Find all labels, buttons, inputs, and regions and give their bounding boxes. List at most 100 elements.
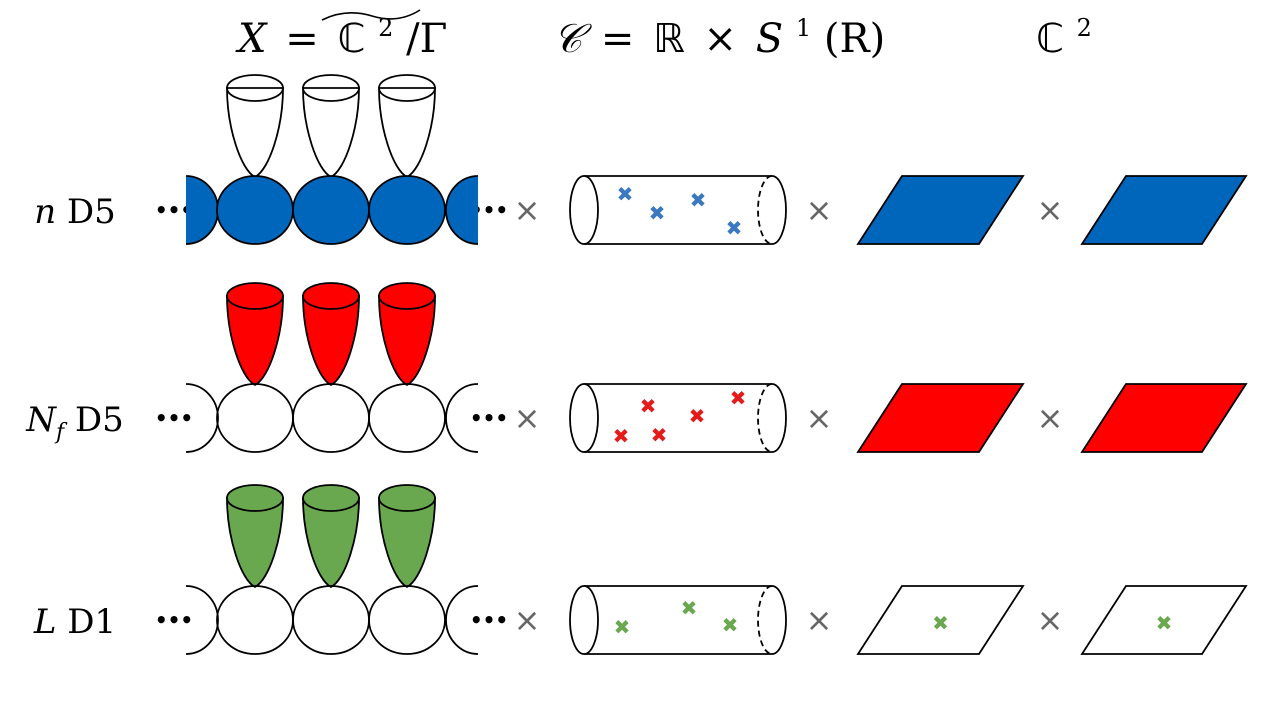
cylinder-point-3: ✖ bbox=[690, 188, 707, 212]
row-label-symbol: L bbox=[33, 602, 57, 642]
product-symbol-1: × bbox=[514, 191, 541, 229]
ellipsis-right: ••• bbox=[470, 608, 508, 632]
bead-2 bbox=[292, 585, 370, 655]
bead-3 bbox=[368, 383, 446, 453]
half-bead-right bbox=[445, 585, 479, 655]
cylinder-right-cap-front bbox=[771, 585, 787, 655]
cylinder-left-cap bbox=[569, 175, 599, 245]
cylinder-right-cap-back bbox=[757, 383, 773, 453]
half-bead-right bbox=[445, 175, 479, 245]
product-symbol-3: × bbox=[1037, 399, 1064, 437]
row-n-d5: n D5••••••×××✖✖✖✖ bbox=[34, 74, 1248, 245]
ellipsis-left: ••• bbox=[155, 406, 193, 430]
header-x-tilde bbox=[321, 9, 421, 21]
cigar-cup-3 bbox=[378, 497, 436, 589]
header-x-superscript: 2 bbox=[378, 14, 393, 42]
half-bead-left bbox=[185, 383, 219, 453]
half-bead-left bbox=[185, 175, 219, 245]
header-x-equals: = bbox=[285, 16, 319, 62]
header-x-quotient: /Γ bbox=[406, 16, 447, 62]
cylinder-point-2: ✖ bbox=[649, 201, 666, 225]
product-symbol-2: × bbox=[806, 191, 833, 229]
cylinder-left-cap bbox=[569, 585, 599, 655]
product-symbol-1: × bbox=[514, 601, 541, 639]
header-c2-space: ℂ 2 bbox=[1036, 14, 1092, 62]
bead-1 bbox=[216, 383, 294, 453]
header-c-space: 𝒞 = ℝ × S 1 (R) bbox=[553, 0, 885, 62]
product-symbol-2: × bbox=[806, 399, 833, 437]
svg-text:𝒞 = ℝ ×: 𝒞 = ℝ × S 1 (R) bbox=[553, 0, 885, 62]
complex-plane-2 bbox=[1080, 383, 1248, 453]
header-c-reals: ℝ bbox=[653, 16, 685, 62]
bead-2 bbox=[292, 383, 370, 453]
product-symbol-1: × bbox=[514, 399, 541, 437]
complex-plane-1 bbox=[856, 383, 1025, 453]
header-c-superscript: 1 bbox=[796, 14, 811, 42]
svg-text:ℂ 2: ℂ 2 bbox=[1036, 14, 1092, 62]
cylinder-point-1: ✖ bbox=[614, 615, 631, 639]
bead-3 bbox=[368, 585, 446, 655]
bead-1 bbox=[216, 585, 294, 655]
cigar-rim-1 bbox=[226, 282, 284, 310]
product-symbol-3: × bbox=[1037, 191, 1064, 229]
bead-1 bbox=[216, 175, 294, 245]
plane-point-1: ✖ bbox=[932, 611, 949, 635]
header-c-radius: (R) bbox=[824, 16, 885, 62]
cigar-cup-2 bbox=[302, 295, 360, 387]
cigar-cup-2 bbox=[302, 497, 360, 589]
cylinder-right-cap-front bbox=[771, 383, 787, 453]
cigar-cup-3 bbox=[378, 295, 436, 387]
cigar-rim-3 bbox=[378, 282, 436, 310]
header-x-symbol: X bbox=[235, 16, 268, 62]
cylinder-point-5: ✖ bbox=[730, 386, 747, 410]
cylinder-right-cap-back bbox=[757, 585, 773, 655]
cigar-rim-2 bbox=[302, 282, 360, 310]
product-symbol-2: × bbox=[806, 601, 833, 639]
header-c-equals: = bbox=[601, 16, 635, 62]
row-l-d1: L D1••••••×××✖✖✖✖✖ bbox=[33, 484, 1248, 655]
cylinder-point-4: ✖ bbox=[726, 216, 743, 240]
cigar-rim-1 bbox=[226, 484, 284, 512]
bead-2 bbox=[292, 175, 370, 245]
complex-plane-2 bbox=[1080, 585, 1248, 655]
row-label: n D5 bbox=[34, 192, 116, 232]
cigar-rim-1 bbox=[226, 74, 284, 102]
plane-point-2: ✖ bbox=[1156, 611, 1173, 635]
cylinder-point-1: ✖ bbox=[640, 394, 657, 418]
row-label-symbol: n bbox=[34, 192, 56, 232]
cylinder-point-4: ✖ bbox=[689, 404, 706, 428]
cigar-rim-3 bbox=[378, 74, 436, 102]
cylinder-point-3: ✖ bbox=[651, 423, 668, 447]
cigar-cup-1 bbox=[226, 295, 284, 387]
complex-plane-2 bbox=[1080, 175, 1248, 245]
header-c2-superscript: 2 bbox=[1077, 14, 1092, 42]
header-c-symbol: 𝒞 bbox=[553, 16, 592, 62]
row-label-brane: D5 bbox=[56, 192, 116, 232]
row-nf-d5: Nf D5••••••×××✖✖✖✖✖ bbox=[25, 282, 1248, 453]
half-bead-left bbox=[185, 585, 219, 655]
ellipsis-right: ••• bbox=[470, 406, 508, 430]
bead-3 bbox=[368, 175, 446, 245]
cylinder-point-1: ✖ bbox=[617, 182, 634, 206]
row-label: L D1 bbox=[33, 602, 116, 642]
row-label-symbol: N bbox=[25, 400, 57, 440]
cylinder-right-cap-back bbox=[757, 175, 773, 245]
header-x-base: ℂ bbox=[337, 16, 365, 62]
cylinder-right-cap-front bbox=[771, 175, 787, 245]
cylinder-left-cap bbox=[569, 383, 599, 453]
cigar-rim-2 bbox=[302, 484, 360, 512]
cigar-rim-3 bbox=[378, 484, 436, 512]
cylinder-point-2: ✖ bbox=[613, 424, 630, 448]
ellipsis-left: ••• bbox=[155, 608, 193, 632]
cylinder-point-3: ✖ bbox=[722, 613, 739, 637]
header-x-space: X = ℂ 2 /Γ bbox=[235, 0, 447, 62]
svg-text:X = ℂ 2: X = ℂ 2 /Γ bbox=[235, 0, 447, 62]
cigar-rim-2 bbox=[302, 74, 360, 102]
product-symbol-3: × bbox=[1037, 601, 1064, 639]
header-c-times: × bbox=[704, 16, 738, 62]
cylinder-point-2: ✖ bbox=[681, 596, 698, 620]
cigar-cup-1 bbox=[226, 497, 284, 589]
complex-plane-1 bbox=[856, 175, 1025, 245]
row-label: Nf D5 bbox=[25, 400, 124, 445]
